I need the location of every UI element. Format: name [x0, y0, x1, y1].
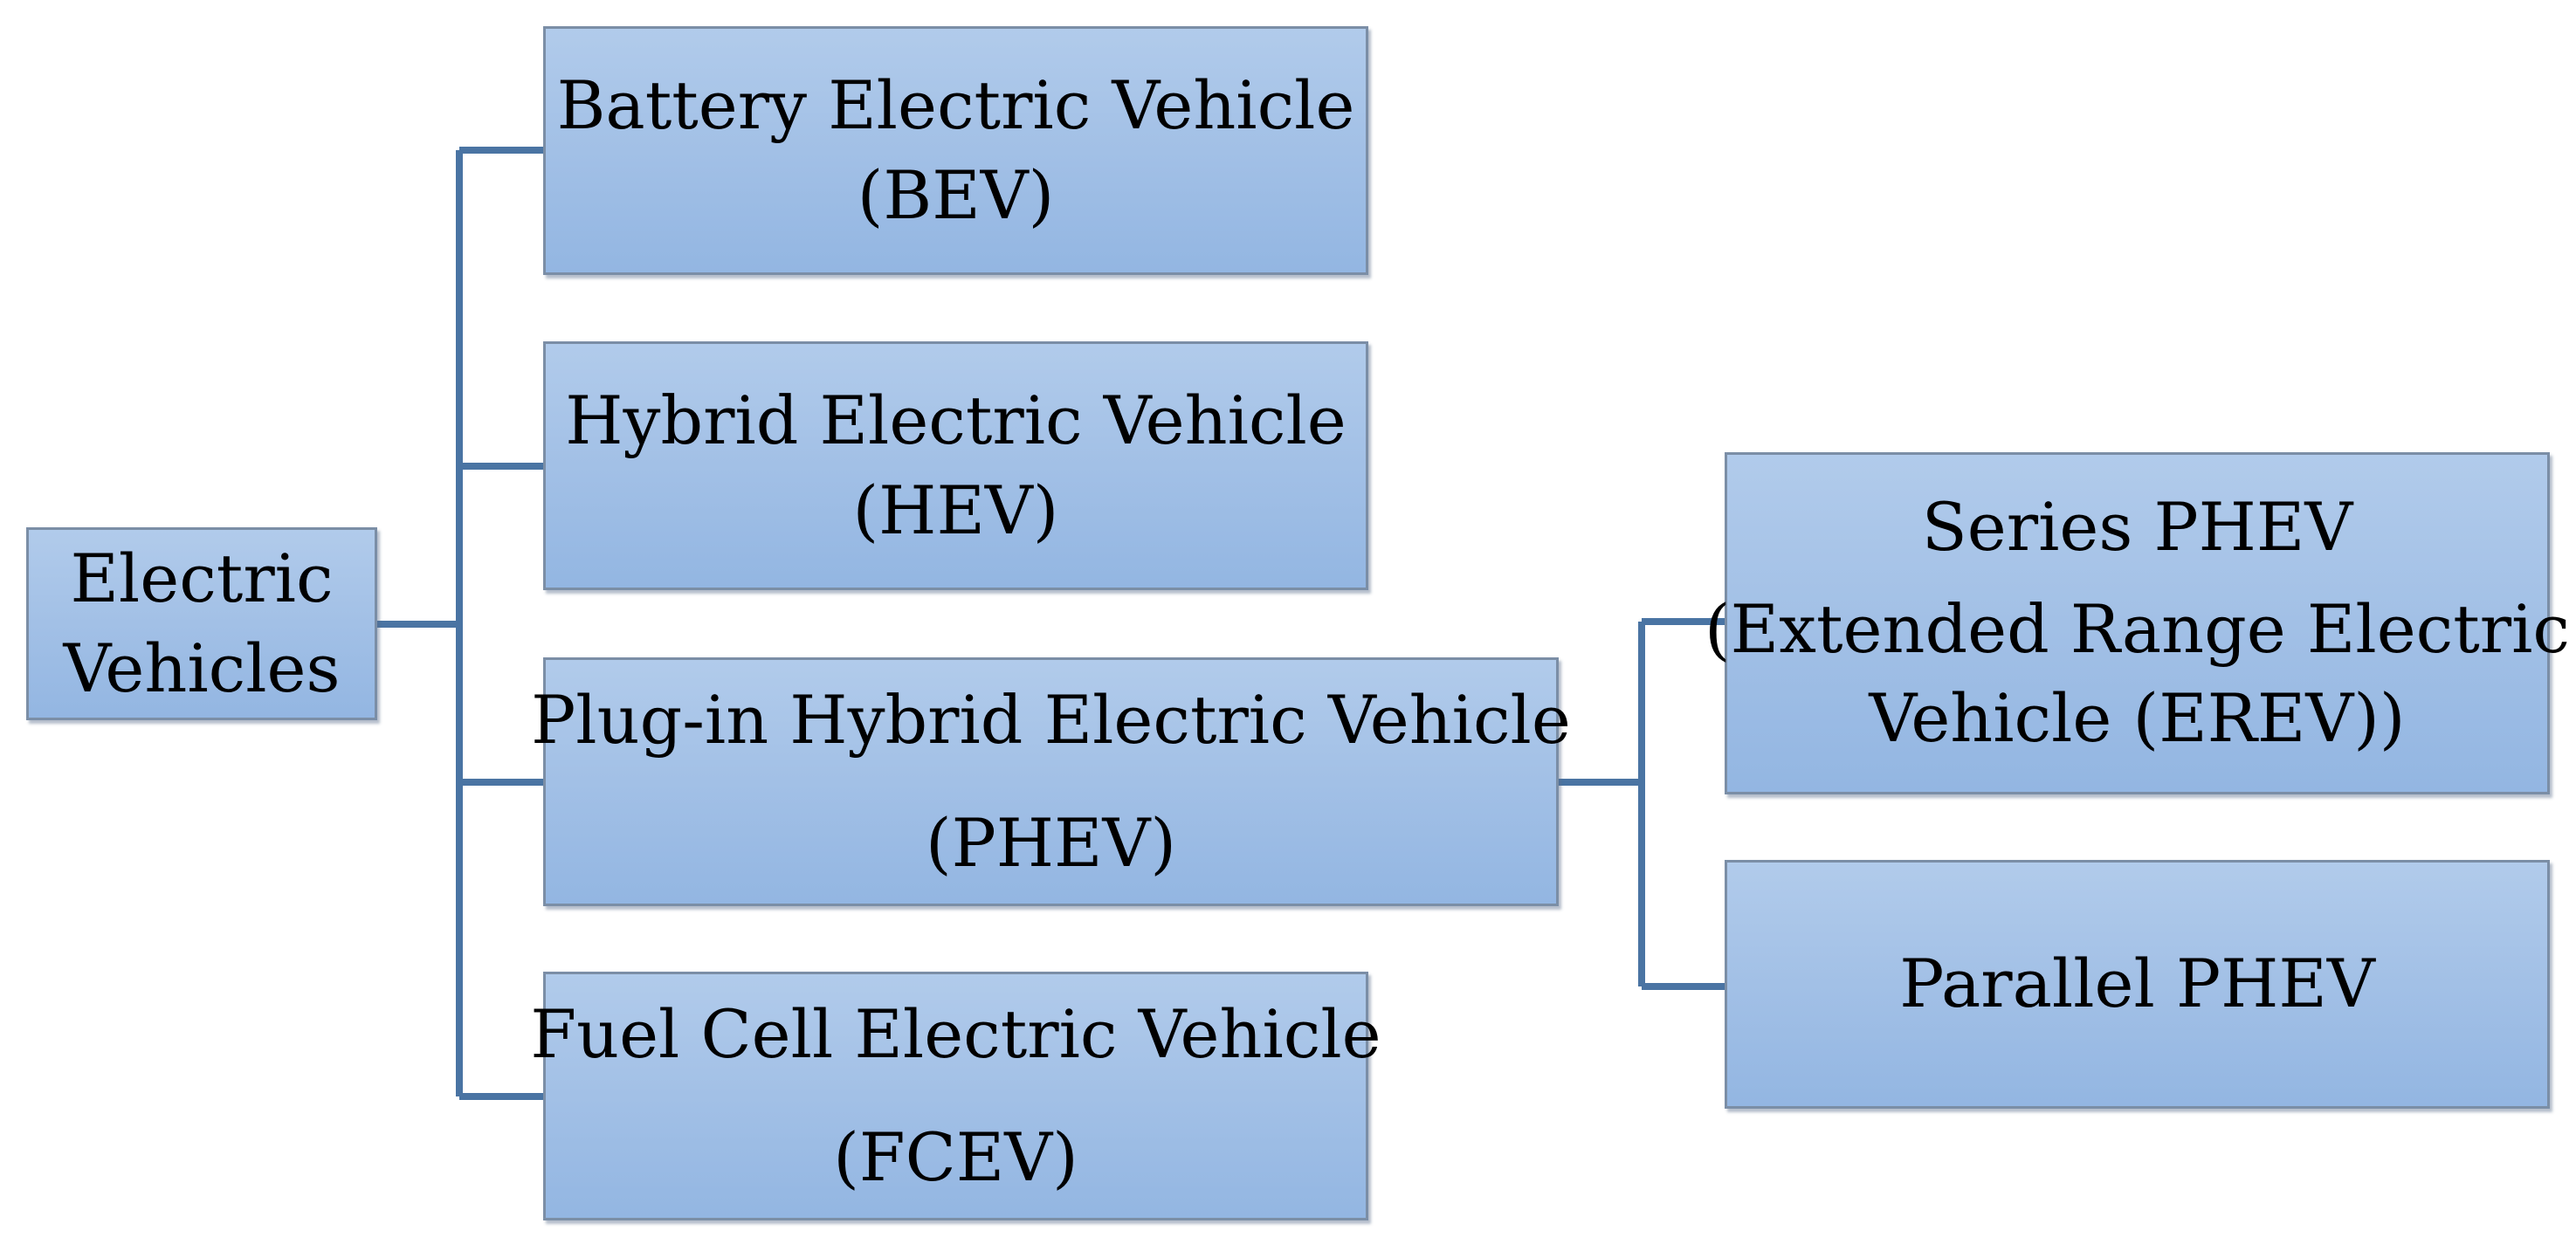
node-bev: Battery Electric Vehicle (BEV) [543, 26, 1368, 275]
node-bev-line1: Battery Electric Vehicle [556, 65, 1355, 144]
node-phev-line1: Plug-in Hybrid Electric Vehicle [531, 680, 1571, 759]
node-electric-vehicles-line2: Vehicles [63, 629, 341, 707]
node-fcev-line2: (FCEV) [833, 1117, 1078, 1196]
node-phev-line2: (PHEV) [925, 803, 1177, 882]
node-parallel-phev: Parallel PHEV [1725, 860, 2550, 1109]
node-fcev: Fuel Cell Electric Vehicle (FCEV) [530, 972, 1381, 1220]
node-phev: Plug-in Hybrid Electric Vehicle (PHEV) [531, 657, 1571, 906]
node-hev: Hybrid Electric Vehicle (HEV) [543, 341, 1368, 590]
node-bev-line2: (BEV) [857, 155, 1055, 234]
node-hev-line2: (HEV) [852, 471, 1059, 549]
node-fcev-line1: Fuel Cell Electric Vehicle [530, 994, 1381, 1073]
node-series-phev-line3: Vehicle (EREV)) [1869, 679, 2406, 758]
node-electric-vehicles-line1: Electric [70, 539, 334, 617]
node-electric-vehicles: Electric Vehicles [26, 527, 377, 720]
node-hev-line1: Hybrid Electric Vehicle [565, 381, 1347, 459]
node-series-phev-line2: (Extended Range Electric [1705, 589, 2570, 668]
node-series-phev: Series PHEV (Extended Range Electric Veh… [1705, 452, 2570, 794]
node-parallel-phev-line1: Parallel PHEV [1899, 945, 2375, 1023]
node-series-phev-line1: Series PHEV [1921, 488, 2353, 567]
